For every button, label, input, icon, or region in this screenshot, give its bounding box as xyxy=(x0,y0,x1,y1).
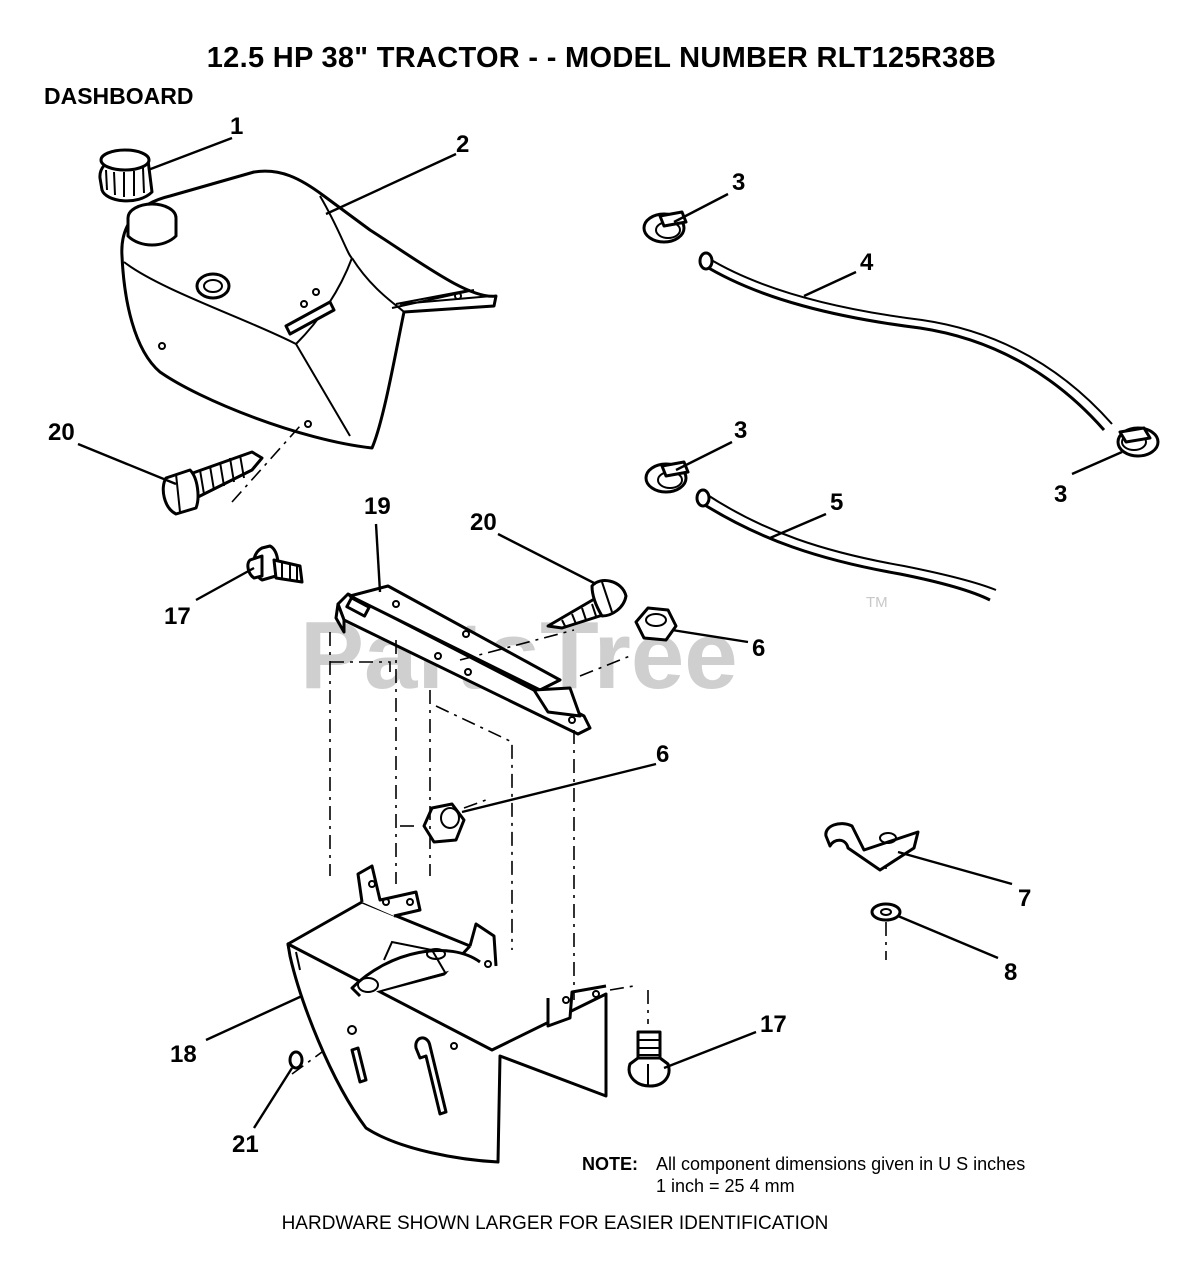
part-4-fuel-hose-long xyxy=(698,251,1113,431)
callout-20-middle: 20 xyxy=(470,509,497,536)
callout-18: 18 xyxy=(170,1041,197,1068)
callout-5: 5 xyxy=(830,489,843,516)
callout-1: 1 xyxy=(230,113,243,140)
part-5-fuel-hose-short xyxy=(695,488,997,602)
part-3-hose-clamp-upper xyxy=(642,210,688,244)
part-6-nut-lower xyxy=(422,802,466,844)
callout-20-left: 20 xyxy=(48,419,75,446)
note-body: All component dimensions given in U S in… xyxy=(656,1153,1025,1197)
callout-4: 4 xyxy=(860,249,874,276)
section-heading: DASHBOARD xyxy=(44,83,194,109)
callout-17-upper: 17 xyxy=(164,603,191,630)
part-21-plug xyxy=(288,1050,304,1070)
part-17-bolt-upper xyxy=(246,544,304,584)
note-line-1: All component dimensions given in U S in… xyxy=(656,1154,1026,1174)
callout-17-lower: 17 xyxy=(760,1011,787,1038)
callout-8: 8 xyxy=(1004,959,1017,986)
callout-2: 2 xyxy=(456,131,469,158)
diagram-title: 12.5 HP 38" TRACTOR - - MODEL NUMBER RLT… xyxy=(206,42,997,74)
callout-21: 21 xyxy=(232,1131,259,1158)
part-8-washer xyxy=(870,902,902,922)
callout-6-upper: 6 xyxy=(752,635,765,662)
callout-3-right: 3 xyxy=(1054,481,1067,508)
part-7-hose-clip xyxy=(824,822,920,872)
callout-7: 7 xyxy=(1018,885,1031,912)
part-6-nut-upper xyxy=(634,606,678,642)
watermark-trademark: TM xyxy=(866,594,888,611)
callout-19: 19 xyxy=(364,493,391,520)
part-3-hose-clamp-right xyxy=(1116,426,1160,458)
callout-3-middle: 3 xyxy=(734,417,747,444)
callout-3-upper: 3 xyxy=(732,169,745,196)
part-19-mounting-bracket xyxy=(334,584,592,736)
part-20-screw-left xyxy=(161,450,264,516)
part-3-hose-clamp-middle xyxy=(644,460,690,494)
part-1-fuel-cap xyxy=(98,148,154,203)
callout-6-lower: 6 xyxy=(656,741,669,768)
leader-lines xyxy=(77,136,1123,1129)
note-line-2: 1 inch = 25 4 mm xyxy=(656,1176,795,1196)
hardware-footnote: HARDWARE SHOWN LARGER FOR EASIER IDENTIF… xyxy=(281,1213,829,1234)
part-20-screw-middle xyxy=(546,579,628,630)
note-label: NOTE: xyxy=(582,1154,638,1174)
part-17-bolt-lower xyxy=(627,1030,671,1088)
part-2-dashboard-shroud xyxy=(120,169,498,450)
part-18-dashboard-panel xyxy=(286,864,608,1164)
dimension-note: NOTE: All component dimensions given in U… xyxy=(582,1153,1025,1197)
